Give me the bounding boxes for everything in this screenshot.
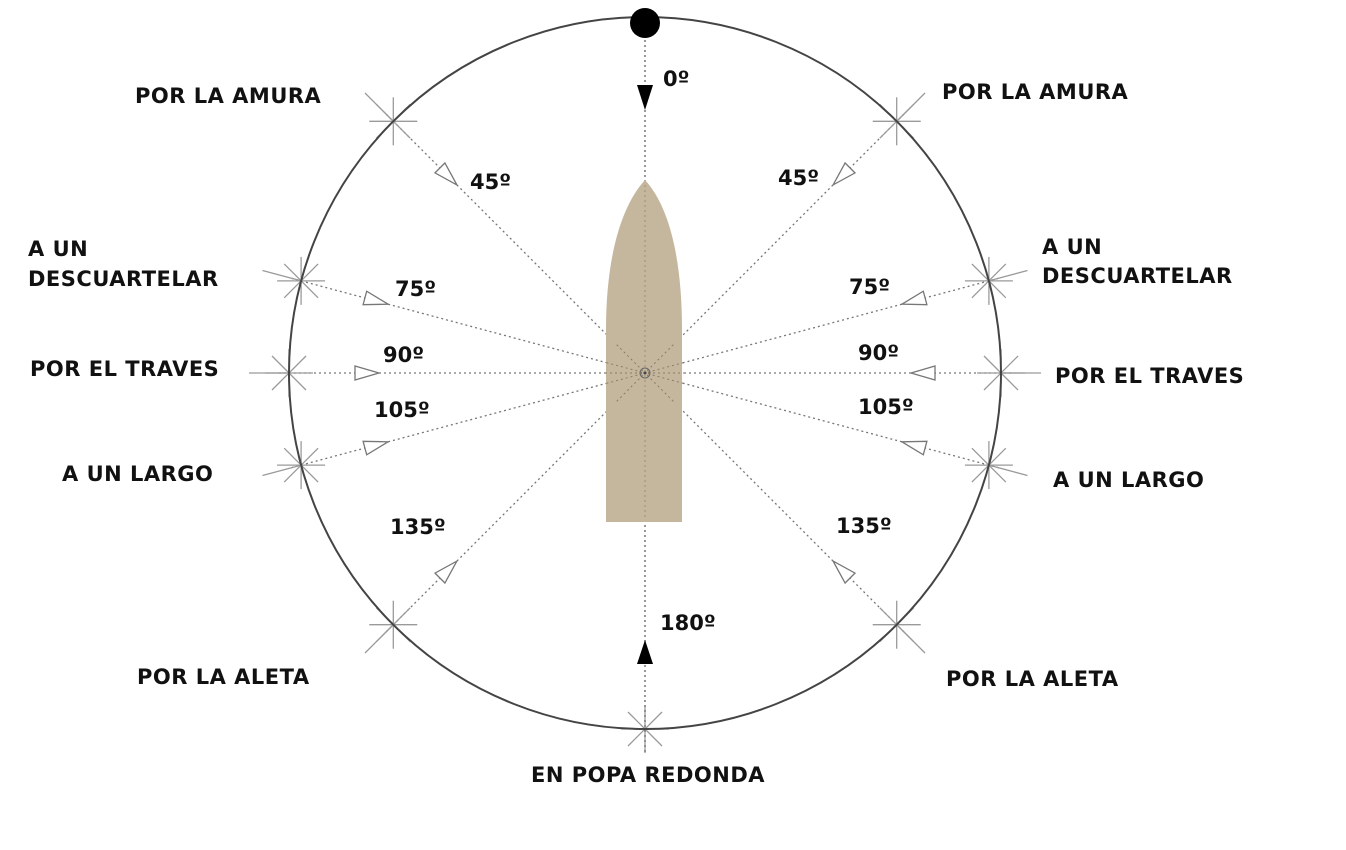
label-starboard-aleta: POR LA ALETA: [946, 667, 1119, 691]
label-port-amura: POR LA AMURA: [135, 84, 322, 108]
arrow-port-45: [433, 161, 459, 187]
degree-label-starboard-45: 45º: [778, 166, 819, 190]
degree-label-port-75: 75º: [395, 277, 436, 301]
hull-spoke-port-105: [606, 372, 646, 384]
degree-label-port-135: 135º: [390, 515, 446, 539]
hull-spoke-port-135: [616, 372, 646, 402]
label-port-descuartelar-line2: DESCUARTELAR: [28, 267, 219, 291]
arrow-starboard-90: [908, 365, 936, 381]
leader-port-135: [364, 622, 396, 654]
leader-port-75: [262, 269, 304, 283]
arrow-starboard-135: [831, 559, 857, 585]
hull-crossing-spokes: [605, 344, 685, 402]
arrow-starboard-45: [831, 161, 857, 187]
degree-label-0: 0º: [663, 67, 689, 91]
spoke-starboard-45: [644, 113, 905, 374]
center-dot: [643, 371, 647, 375]
leader-starboard-75: [986, 269, 1028, 283]
spoke-starboard-105: [644, 372, 999, 469]
arrow-starboard-75: [899, 290, 928, 306]
spoke-port-45: [385, 113, 646, 374]
arrow-starboard-105: [899, 440, 928, 456]
degree-label-180: 180º: [660, 611, 716, 635]
hull-spoke-starboard-135: [644, 372, 674, 402]
label-starboard-traves: POR EL TRAVES: [1055, 364, 1244, 388]
hull-spoke-port-75: [606, 362, 646, 374]
boat-hull: [606, 180, 682, 522]
degree-label-port-90: 90º: [383, 343, 424, 367]
label-starboard-amura: POR LA AMURA: [942, 80, 1129, 104]
hull-spoke-port-45: [616, 344, 646, 374]
spoke-port-75: [291, 277, 646, 374]
leader-starboard-45: [894, 92, 926, 124]
label-en-popa-redonda: EN POPA REDONDA: [531, 763, 765, 787]
label-starboard-descuartelar-line1: A UN: [1042, 235, 1102, 259]
leader-port-105: [262, 463, 304, 477]
label-port-descuartelar-line1: A UN: [28, 237, 88, 261]
leader-starboard-105: [986, 463, 1028, 477]
wind-direction-spokes: [279, 113, 1011, 633]
arrow-port-90: [354, 365, 382, 381]
spoke-starboard-75: [644, 277, 999, 374]
leader-port-45: [364, 92, 396, 124]
south-arrow-icon: [637, 640, 653, 664]
hull-spoke-starboard-105: [644, 372, 684, 384]
north-arrow-icon: [637, 85, 653, 110]
arrow-port-135: [433, 559, 459, 585]
spoke-starboard-135: [644, 372, 905, 633]
degree-label-starboard-90: 90º: [858, 341, 899, 365]
arrow-port-75: [362, 290, 391, 306]
label-port-aleta: POR LA ALETA: [137, 665, 310, 689]
label-port-largo: A UN LARGO: [62, 462, 213, 486]
wind-origin-dot: [630, 8, 660, 38]
hull-spoke-starboard-75: [644, 362, 684, 374]
degree-label-port-45: 45º: [470, 170, 511, 194]
degree-label-starboard-135: 135º: [836, 514, 892, 538]
hull-spoke-starboard-45: [644, 344, 674, 374]
arrow-port-105: [362, 440, 391, 456]
degree-label-starboard-75: 75º: [849, 275, 890, 299]
label-starboard-descuartelar-line2: DESCUARTELAR: [1042, 264, 1233, 288]
label-port-traves: POR EL TRAVES: [30, 357, 219, 381]
degree-label-starboard-105: 105º: [858, 395, 914, 419]
spoke-port-105: [291, 372, 646, 469]
degree-label-port-105: 105º: [374, 398, 430, 422]
center-point: [639, 367, 651, 379]
leader-starboard-135: [894, 622, 926, 654]
spoke-port-135: [385, 372, 646, 633]
label-starboard-largo: A UN LARGO: [1053, 468, 1204, 492]
